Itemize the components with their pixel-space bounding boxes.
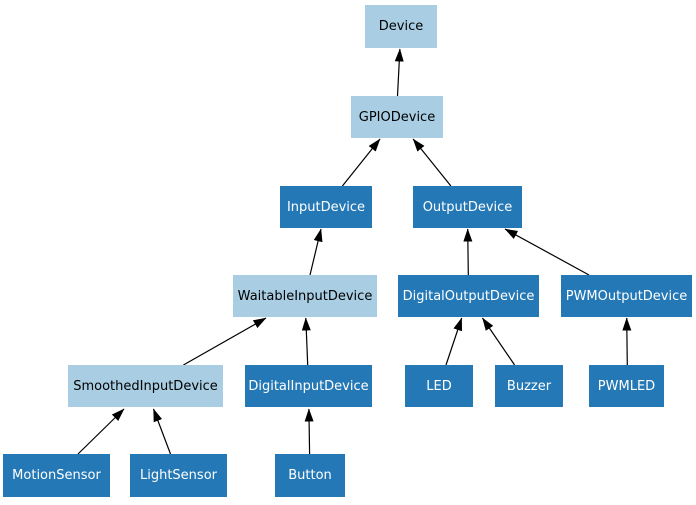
edge-waitableinputdevice-to-inputdevice [309, 228, 323, 276]
node-pwmled-label: PWMLED [597, 378, 656, 394]
edge-pwmled-to-pwmoutputdevice [622, 317, 632, 366]
edge-outputdevice-to-gpiodevice [412, 138, 452, 187]
edge-motionsensor-to-smoothedinputdevice [77, 408, 125, 455]
edge-gpiodevice-to-device [394, 48, 404, 97]
node-device: Device [365, 5, 437, 48]
node-gpiodevice-label: GPIODevice [358, 109, 436, 125]
node-lightsensor: LightSensor [130, 454, 227, 497]
node-motionsensor-label: MotionSensor [12, 468, 101, 483]
node-gpiodevice: GPIODevice [351, 96, 443, 138]
node-digitalinputdevice-label: DigitalInputDevice [248, 378, 369, 394]
node-pwmled: PWMLED [589, 365, 664, 407]
node-motionsensor: MotionSensor [3, 454, 110, 497]
node-digitaloutputdevice-label: DigitalOutputDevice [402, 288, 535, 304]
edge-inputdevice-to-gpiodevice [341, 138, 381, 187]
node-buzzer: Buzzer [495, 365, 563, 407]
node-button-label: Button [288, 468, 332, 483]
node-outputdevice-label: OutputDevice [422, 199, 513, 215]
node-pwmoutputdevice: PWMOutputDevice [561, 275, 692, 317]
edge-digitalinputdevice-to-waitableinputdevice [301, 317, 311, 366]
edge-digitaloutputdevice-to-outputdevice [463, 228, 473, 276]
node-lightsensor-label: LightSensor [139, 468, 217, 483]
node-smoothedinputdevice-label: SmoothedInputDevice [73, 378, 218, 394]
node-outputdevice: OutputDevice [413, 186, 522, 228]
edge-button-to-digitalinputdevice [304, 408, 314, 455]
node-inputdevice: InputDevice [280, 186, 372, 228]
edge-lightsensor-to-smoothedinputdevice [152, 408, 172, 455]
node-waitableinputdevice-label: WaitableInputDevice [237, 288, 373, 304]
node-pwmoutputdevice-label: PWMOutputDevice [565, 288, 688, 304]
edge-led-to-digitaloutputdevice [445, 317, 463, 366]
edge-pwmoutputdevice-to-outputdevice [504, 228, 590, 276]
node-led: LED [405, 365, 473, 407]
node-digitalinputdevice: DigitalInputDevice [245, 365, 372, 407]
node-button: Button [275, 454, 345, 497]
node-buzzer-label: Buzzer [506, 378, 552, 394]
edge-smoothedinputdevice-to-waitableinputdevice [183, 317, 267, 366]
node-led-label: LED [426, 378, 452, 394]
node-waitableinputdevice: WaitableInputDevice [233, 275, 377, 317]
node-digitaloutputdevice: DigitalOutputDevice [398, 275, 539, 317]
node-smoothedinputdevice: SmoothedInputDevice [68, 365, 223, 407]
node-device-label: Device [378, 19, 424, 34]
edge-buzzer-to-digitaloutputdevice [482, 317, 516, 366]
node-inputdevice-label: InputDevice [286, 199, 366, 215]
